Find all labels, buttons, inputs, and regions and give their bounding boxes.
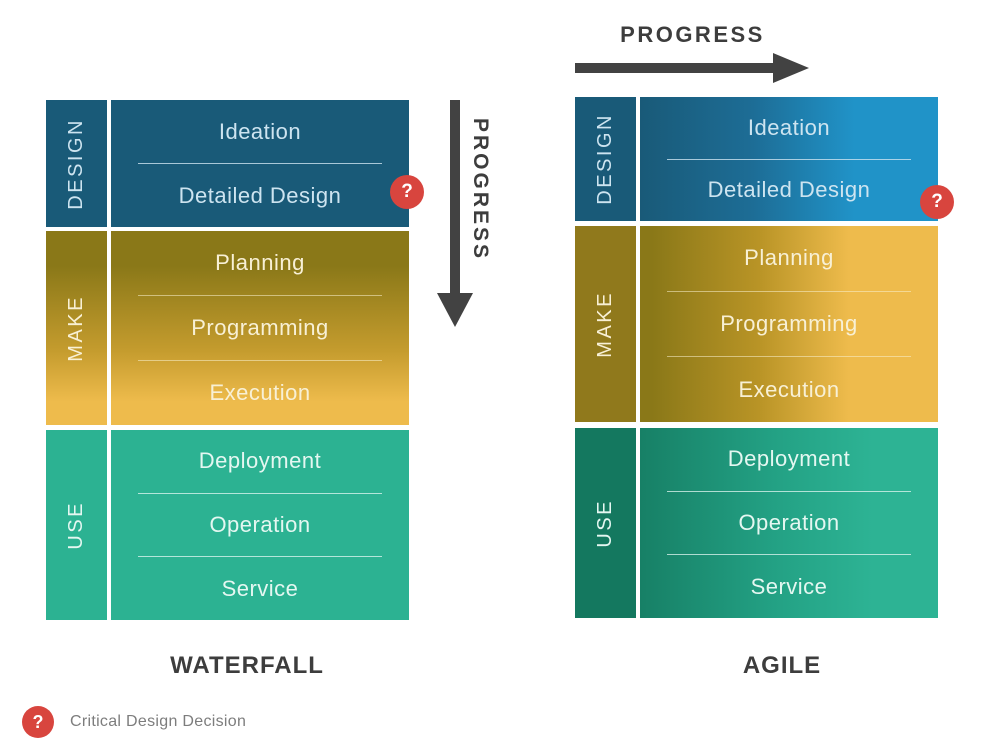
divider — [667, 290, 911, 292]
divider — [138, 492, 382, 494]
agile-design-sidebar: DESIGN — [575, 97, 636, 221]
waterfall-make-block: Planning Programming Execution — [111, 231, 409, 425]
agile-use-block: Deployment Operation Service — [640, 428, 938, 618]
waterfall-make-sidebar: MAKE — [46, 231, 107, 425]
progress-label-horizontal: PROGRESS — [620, 22, 765, 47]
waterfall-use-sidebar: USE — [46, 430, 107, 620]
critical-decision-badge-waterfall: ? — [390, 175, 424, 209]
divider — [138, 295, 382, 296]
question-mark-icon: ? — [931, 191, 943, 212]
waterfall-design-block: Ideation Detailed Design — [111, 100, 409, 227]
divider — [667, 554, 911, 556]
agile-use-label: USE — [594, 498, 616, 548]
waterfall-use-label: USE — [65, 500, 87, 550]
waterfall-item-service: Service — [221, 575, 299, 601]
divider — [138, 360, 382, 361]
progress-label-vertical: PROGRESS — [469, 118, 492, 262]
waterfall-item-deployment: Deployment — [198, 448, 322, 474]
agile-design-block: Ideation Detailed Design — [640, 97, 938, 221]
agile-item-execution: Execution — [738, 376, 840, 402]
progress-arrow-vertical-shaft — [450, 100, 460, 293]
legend-label: Critical Design Decision — [70, 713, 247, 730]
agile-item-ideation: Ideation — [747, 114, 831, 140]
agile-item-planning: Planning — [744, 245, 834, 271]
agile-item-programming: Programming — [720, 311, 858, 336]
waterfall-item-operation: Operation — [209, 512, 311, 537]
question-mark-icon: ? — [401, 181, 413, 202]
divider — [667, 356, 911, 358]
divider — [138, 163, 382, 164]
waterfall-item-ideation: Ideation — [218, 118, 302, 144]
waterfall-design-sidebar: DESIGN — [46, 100, 107, 227]
agile-item-detailed-design: Detailed Design — [707, 177, 871, 203]
critical-decision-badge-legend: ? — [22, 706, 54, 738]
waterfall-item-planning: Planning — [215, 250, 305, 275]
agile-item-operation: Operation — [738, 510, 840, 535]
divider — [667, 490, 911, 492]
agile-design-label: DESIGN — [594, 113, 616, 205]
agile-item-deployment: Deployment — [727, 446, 851, 472]
question-mark-icon: ? — [32, 711, 44, 732]
progress-arrow-horizontal-shaft — [575, 63, 775, 73]
agile-item-service: Service — [750, 573, 828, 599]
progress-arrowhead-right-icon — [773, 53, 809, 83]
agile-make-label: MAKE — [594, 290, 616, 358]
agile-title: AGILE — [742, 652, 822, 679]
divider — [138, 556, 382, 558]
waterfall-design-label: DESIGN — [65, 117, 87, 210]
divider — [667, 158, 911, 160]
waterfall-make-label: MAKE — [65, 294, 87, 362]
waterfall-item-detailed-design: Detailed Design — [178, 182, 342, 208]
legend: ? Critical Design Decision — [22, 706, 246, 738]
critical-decision-badge-agile: ? — [920, 185, 954, 219]
waterfall-title: WATERFALL — [170, 652, 324, 679]
agile-make-sidebar: MAKE — [575, 226, 636, 422]
progress-arrowhead-down-icon — [437, 293, 473, 327]
waterfall-use-block: Deployment Operation Service — [111, 430, 409, 620]
agile-make-block: Planning Programming Execution — [640, 226, 938, 422]
agile-use-sidebar: USE — [575, 428, 636, 618]
waterfall-item-programming: Programming — [191, 315, 329, 340]
waterfall-item-execution: Execution — [209, 380, 311, 405]
